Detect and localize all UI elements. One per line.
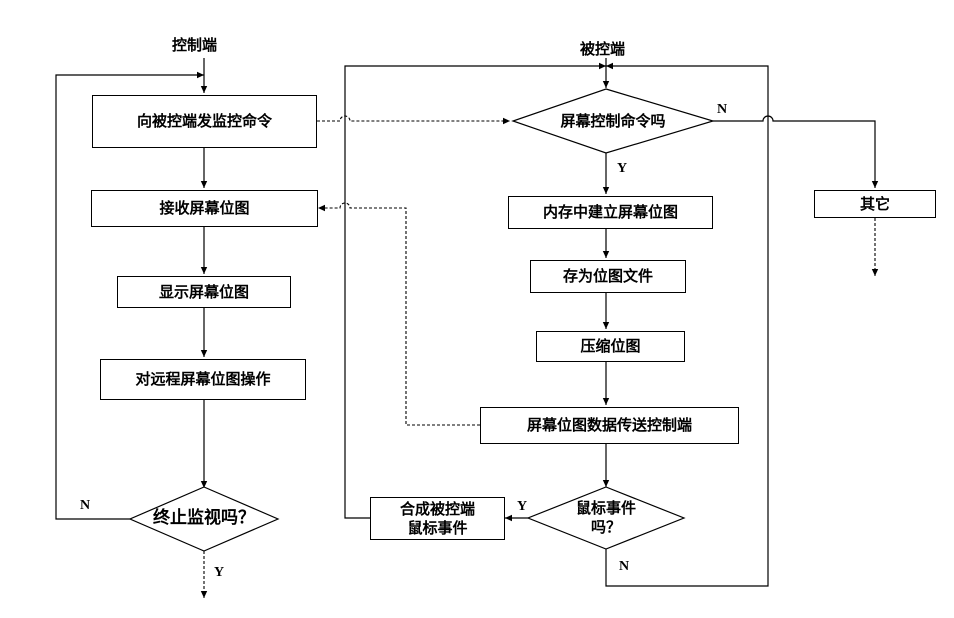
loop-no-terminate <box>55 71 204 520</box>
operate-bitmap-box: 对远程屏幕位图操作 <box>100 359 306 400</box>
mouse-event-question-label: 鼠标事件 吗？ <box>548 499 664 537</box>
terminate-yes-label: Y <box>214 565 225 580</box>
save-bitmap-box: 存为位图文件 <box>530 260 686 293</box>
screen-cmd-no-label: N <box>717 102 728 117</box>
control-side-label: 控制端 <box>172 36 218 54</box>
controlled-side-label: 被控端 <box>580 40 626 58</box>
screen-command-question-label: 屏幕控制命令吗 <box>560 111 666 130</box>
terminate-question-label: 终止监视吗？ <box>153 508 255 529</box>
terminate-no-label: N <box>80 498 91 513</box>
loop-no-mouse <box>605 62 769 587</box>
send-command-box: 向被控端发监控命令 <box>92 95 317 148</box>
show-bitmap-box: 显示屏幕位图 <box>117 276 291 308</box>
build-bitmap-box: 内存中建立屏幕位图 <box>508 196 713 229</box>
mouse-event-question-line2: 吗？ <box>590 518 621 536</box>
connector-no-screen-cmd <box>713 115 879 188</box>
mouse-event-question-line1: 鼠标事件 <box>575 499 636 518</box>
receive-bitmap-box: 接收屏幕位图 <box>91 190 318 227</box>
dashed-command-link <box>317 115 510 125</box>
loop-synthesize <box>344 62 606 519</box>
synthesize-line1: 合成被控端 <box>399 499 475 518</box>
mouse-no-label: N <box>619 559 630 574</box>
screen-cmd-yes-label: Y <box>617 161 628 176</box>
transmit-bitmap-box: 屏幕位图数据传送控制端 <box>480 407 739 444</box>
synthesize-line2: 鼠标事件 <box>407 518 468 537</box>
synthesize-mouse-event-box: 合成被控端 鼠标事件 <box>370 497 505 540</box>
compress-bitmap-box: 压缩位图 <box>536 331 685 362</box>
dashed-bitmap-link <box>318 202 480 426</box>
other-box: 其它 <box>814 190 936 218</box>
mouse-yes-label: Y <box>517 499 528 514</box>
